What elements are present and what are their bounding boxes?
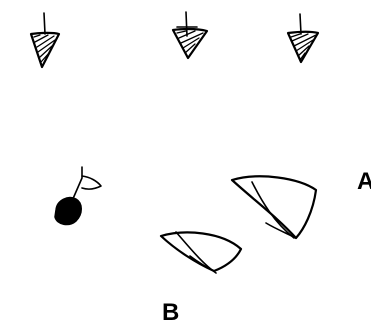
hatched-cone-right-icon xyxy=(286,13,320,64)
open-cone-outline-left-icon xyxy=(159,231,243,274)
solid-blob-with-flag-icon xyxy=(54,166,102,226)
label-a: A xyxy=(357,168,371,195)
open-cone-outline-right-icon xyxy=(230,175,318,240)
hatched-cone-left-icon xyxy=(29,12,61,69)
hatched-cone-middle-icon xyxy=(171,11,209,60)
label-b: B xyxy=(162,299,179,323)
